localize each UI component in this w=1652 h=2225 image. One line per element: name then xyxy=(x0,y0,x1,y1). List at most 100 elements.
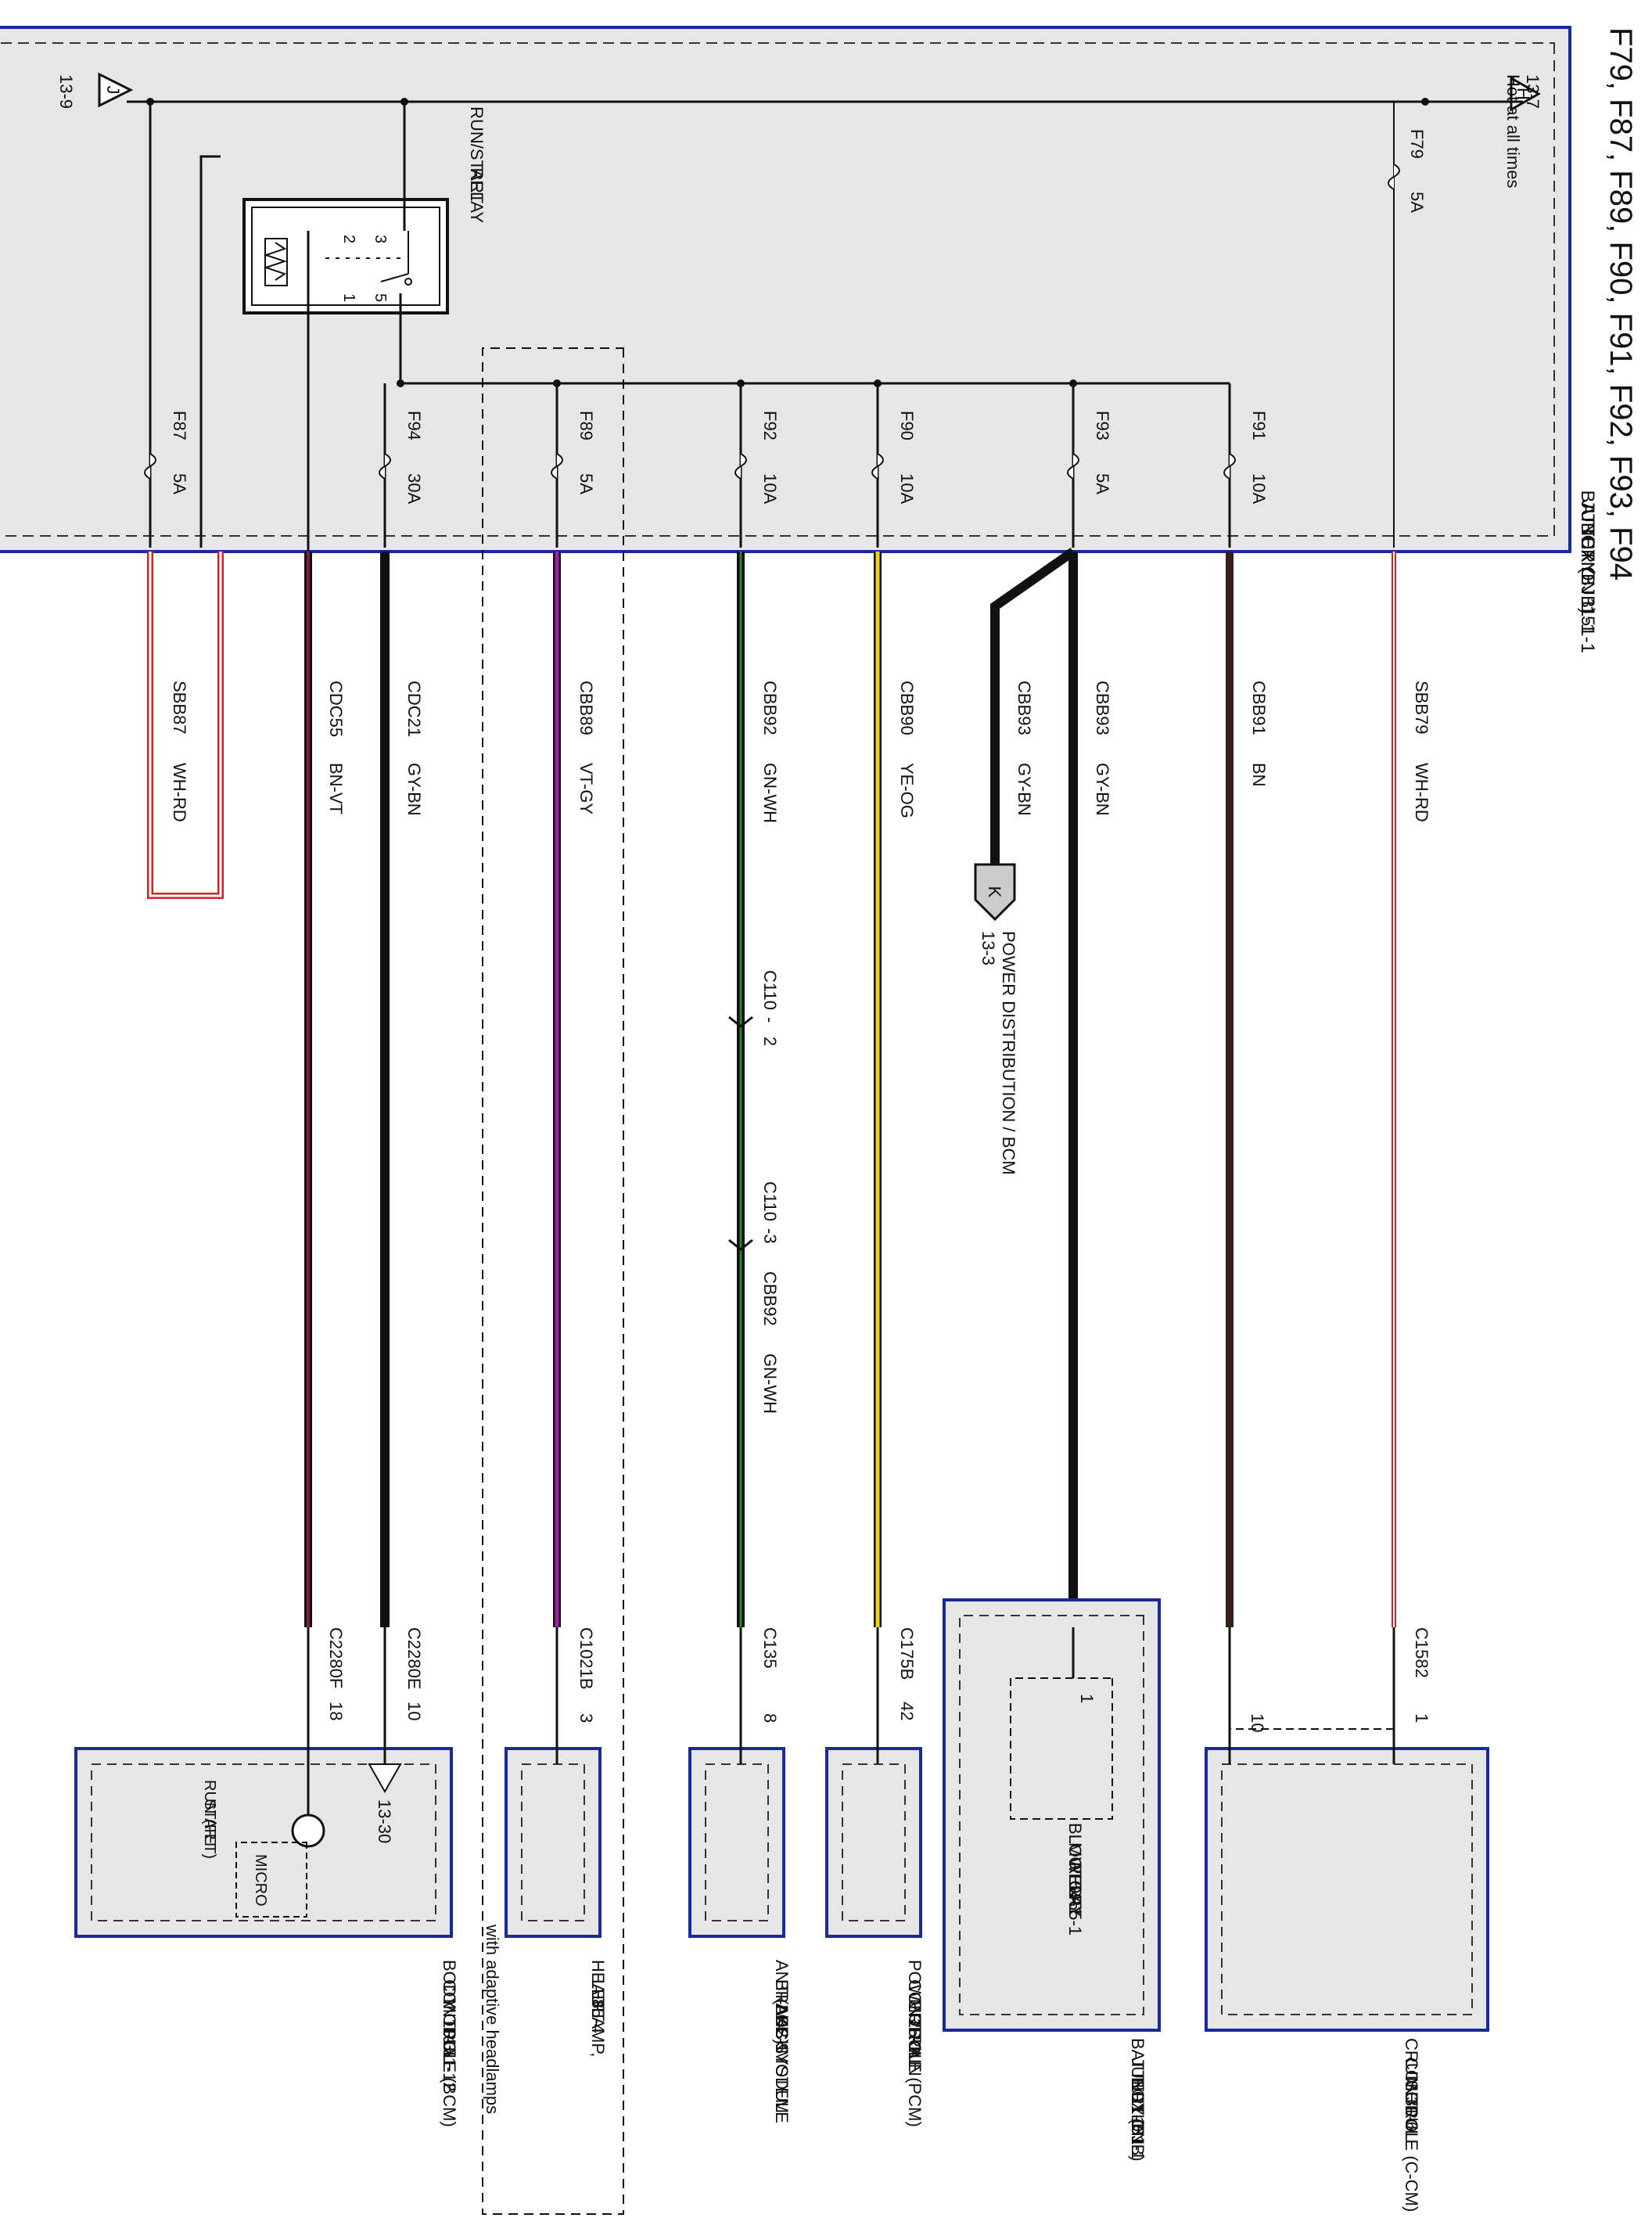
bjb-box xyxy=(0,26,1571,553)
svg-text:54-1: 54-1 xyxy=(1065,1882,1085,1916)
svg-text:25-1: 25-1 xyxy=(905,2018,925,2053)
svg-text:55-1: 55-1 xyxy=(1065,1901,1085,1936)
svg-text:POWERTRAIN: POWERTRAIN xyxy=(905,1960,925,2076)
run-start-relay: RUN/START RUN/START RUN/START RELAY 2 1 … xyxy=(242,106,487,315)
svg-text:151-12: 151-12 xyxy=(440,2038,459,2092)
svg-text:C175B: C175B xyxy=(897,1627,917,1680)
module-c-cm: CRUISE CONTROL MODULE (C-CM) 31-6 xyxy=(1205,1627,1489,2212)
wire-cdc55: CDC55 BN-VT xyxy=(304,552,346,1627)
svg-text:F87: F87 xyxy=(170,411,189,440)
adaptive-headlamp-boundary xyxy=(482,347,624,2215)
svg-text:10A: 10A xyxy=(760,473,780,504)
fuse-f94: F94 30A xyxy=(379,383,424,548)
svg-text:(ABS) MODULE: (ABS) MODULE xyxy=(772,1999,792,2123)
module-headlamp-left: HEADLAMP, LEFT 85-4 with adaptive headla… xyxy=(483,1627,608,2114)
svg-text:BATTERY: BATTERY xyxy=(1577,491,1598,575)
svg-text:CONTROL: CONTROL xyxy=(440,1979,459,2064)
svg-text:2: 2 xyxy=(760,1037,780,1046)
fuse-f89: F89 5A xyxy=(551,383,596,548)
svg-text:18: 18 xyxy=(326,1702,346,1720)
fuse-f93: F93 5A xyxy=(1067,383,1112,548)
svg-text:BOX (BJB): BOX (BJB) xyxy=(1128,2077,1147,2162)
svg-text:C135: C135 xyxy=(760,1627,780,1669)
svg-text:CDC55: CDC55 xyxy=(326,681,346,737)
svg-text:F89: F89 xyxy=(576,411,596,440)
svg-text:10: 10 xyxy=(404,1702,424,1720)
pin-connectors: C1582 1 10 C175B 42 C135 8 C1021B 3 C228… xyxy=(326,1627,1431,1732)
svg-text:START: START xyxy=(201,1799,218,1849)
diagram-title: F79, F87, F89, F90, F91, F92, F93, F94 xyxy=(1604,27,1638,581)
svg-text:CBB92: CBB92 xyxy=(760,681,780,735)
svg-text:MODULE (BCM): MODULE (BCM) xyxy=(440,1999,459,2127)
svg-text:WH-RD: WH-RD xyxy=(170,763,189,822)
svg-text:F79: F79 xyxy=(1407,129,1427,159)
svg-text:CONTROL: CONTROL xyxy=(905,1979,925,2064)
svg-text:POWER DISTRIBUTION / BCM: POWER DISTRIBUTION / BCM xyxy=(999,931,1018,1175)
fuse-f79: F79 5A xyxy=(1388,102,1427,548)
svg-text:BN: BN xyxy=(1249,763,1269,787)
svg-text:WH-RD: WH-RD xyxy=(1412,763,1431,822)
svg-text:GY-BN: GY-BN xyxy=(404,763,424,816)
svg-text:SBB79: SBB79 xyxy=(1412,681,1431,735)
svg-text:151-1: 151-1 xyxy=(1577,606,1598,653)
svg-text:11-3: 11-3 xyxy=(440,2018,459,2051)
svg-text:10A: 10A xyxy=(1249,473,1269,504)
svg-text:ANTI-LOCK: ANTI-LOCK xyxy=(772,1960,792,2052)
svg-text:42-1: 42-1 xyxy=(772,2018,792,2053)
svg-text:RUN: RUN xyxy=(201,1780,218,1813)
svg-text:CBB91: CBB91 xyxy=(1249,681,1269,735)
svg-text:13-3: 13-3 xyxy=(979,931,998,965)
svg-text:BATTERY: BATTERY xyxy=(1128,2038,1147,2116)
svg-text:1: 1 xyxy=(1077,1694,1097,1703)
svg-text:VT-GY: VT-GY xyxy=(576,763,596,814)
svg-text:F93: F93 xyxy=(1093,411,1112,440)
svg-text:13-30: 13-30 xyxy=(375,1799,394,1843)
svg-text:MODULE (C-CM): MODULE (C-CM) xyxy=(1402,2077,1421,2212)
svg-text:11-1: 11-1 xyxy=(1577,598,1598,634)
svg-text:CDC21: CDC21 xyxy=(404,681,424,737)
svg-text:BN-VT: BN-VT xyxy=(326,763,346,814)
svg-text:CBB90: CBB90 xyxy=(897,681,917,735)
svg-text:CBB93: CBB93 xyxy=(1093,681,1112,735)
module-abs: ANTI-LOCK BRAKE SYSTEM (ABS) MODULE 42-1 xyxy=(688,1627,792,2123)
svg-text:-3: -3 xyxy=(760,1228,780,1244)
svg-text:F92: F92 xyxy=(760,411,780,440)
svg-text:5A: 5A xyxy=(576,473,596,494)
wire-sbb87: SBB87 WH-RD xyxy=(147,552,224,899)
svg-text:1: 1 xyxy=(340,293,357,302)
svg-text:MOTOR: MOTOR xyxy=(1065,1842,1085,1906)
svg-text:-: - xyxy=(760,1017,780,1023)
svg-text:C1021B: C1021B xyxy=(576,1627,596,1690)
svg-text:BOX (BJB): BOX (BJB) xyxy=(1577,523,1598,614)
svg-text:MICRO: MICRO xyxy=(252,1854,269,1907)
svg-text:C2280F: C2280F xyxy=(326,1627,346,1688)
svg-text:YE-OG: YE-OG xyxy=(897,763,917,818)
svg-text:8: 8 xyxy=(760,1713,780,1723)
svg-text:5A: 5A xyxy=(1407,192,1427,213)
module-bcm: 13-30 MICRO RUN START (FET) BODY CONTROL… xyxy=(74,1627,459,2127)
wire-cbb92: CBB92 GN-WH CBB92 GN-WH C110 - 2 C110 -3 xyxy=(728,552,780,1627)
svg-text:RELAY: RELAY xyxy=(1065,1862,1085,1918)
svg-text:C110: C110 xyxy=(760,970,780,1010)
bjb-label: BATTERY JUNCTION BOX (BJB) 11-1 151-1 xyxy=(1577,491,1598,653)
connector-j: J 13-9 xyxy=(56,72,134,109)
svg-text:BRAKE SYSTEM: BRAKE SYSTEM xyxy=(772,1979,792,2113)
fuse-f91: F91 10A xyxy=(1223,383,1269,548)
svg-text:GN-WH: GN-WH xyxy=(760,1353,780,1414)
svg-text:31-6: 31-6 xyxy=(1402,2097,1421,2131)
svg-text:CBB89: CBB89 xyxy=(576,681,596,735)
svg-text:(FET): (FET) xyxy=(201,1819,218,1859)
svg-text:F94: F94 xyxy=(404,411,424,440)
svg-text:CBB93: CBB93 xyxy=(1015,681,1034,735)
fuse-f92: F92 10A xyxy=(734,383,780,548)
svg-text:GY-BN: GY-BN xyxy=(1093,763,1112,816)
svg-text:SBB87: SBB87 xyxy=(170,681,189,735)
svg-text:K: K xyxy=(985,886,1004,898)
svg-text:HEADLAMP,: HEADLAMP, xyxy=(588,1960,608,2057)
wire-cbb93-k: CBB93 GY-BN K POWER DISTRIBUTION / BCM 1… xyxy=(974,548,1076,1175)
svg-text:BLOWER: BLOWER xyxy=(1065,1823,1085,1897)
svg-text:H: H xyxy=(1514,88,1533,100)
module-bjb-blower: 1 BLOWER MOTOR RELAY 54-1 55-1 BATTERY J… xyxy=(943,1598,1161,2162)
svg-text:with adaptive headlamps: with adaptive headlamps xyxy=(483,1924,502,2114)
svg-text:JUNCTION: JUNCTION xyxy=(1128,2058,1147,2144)
